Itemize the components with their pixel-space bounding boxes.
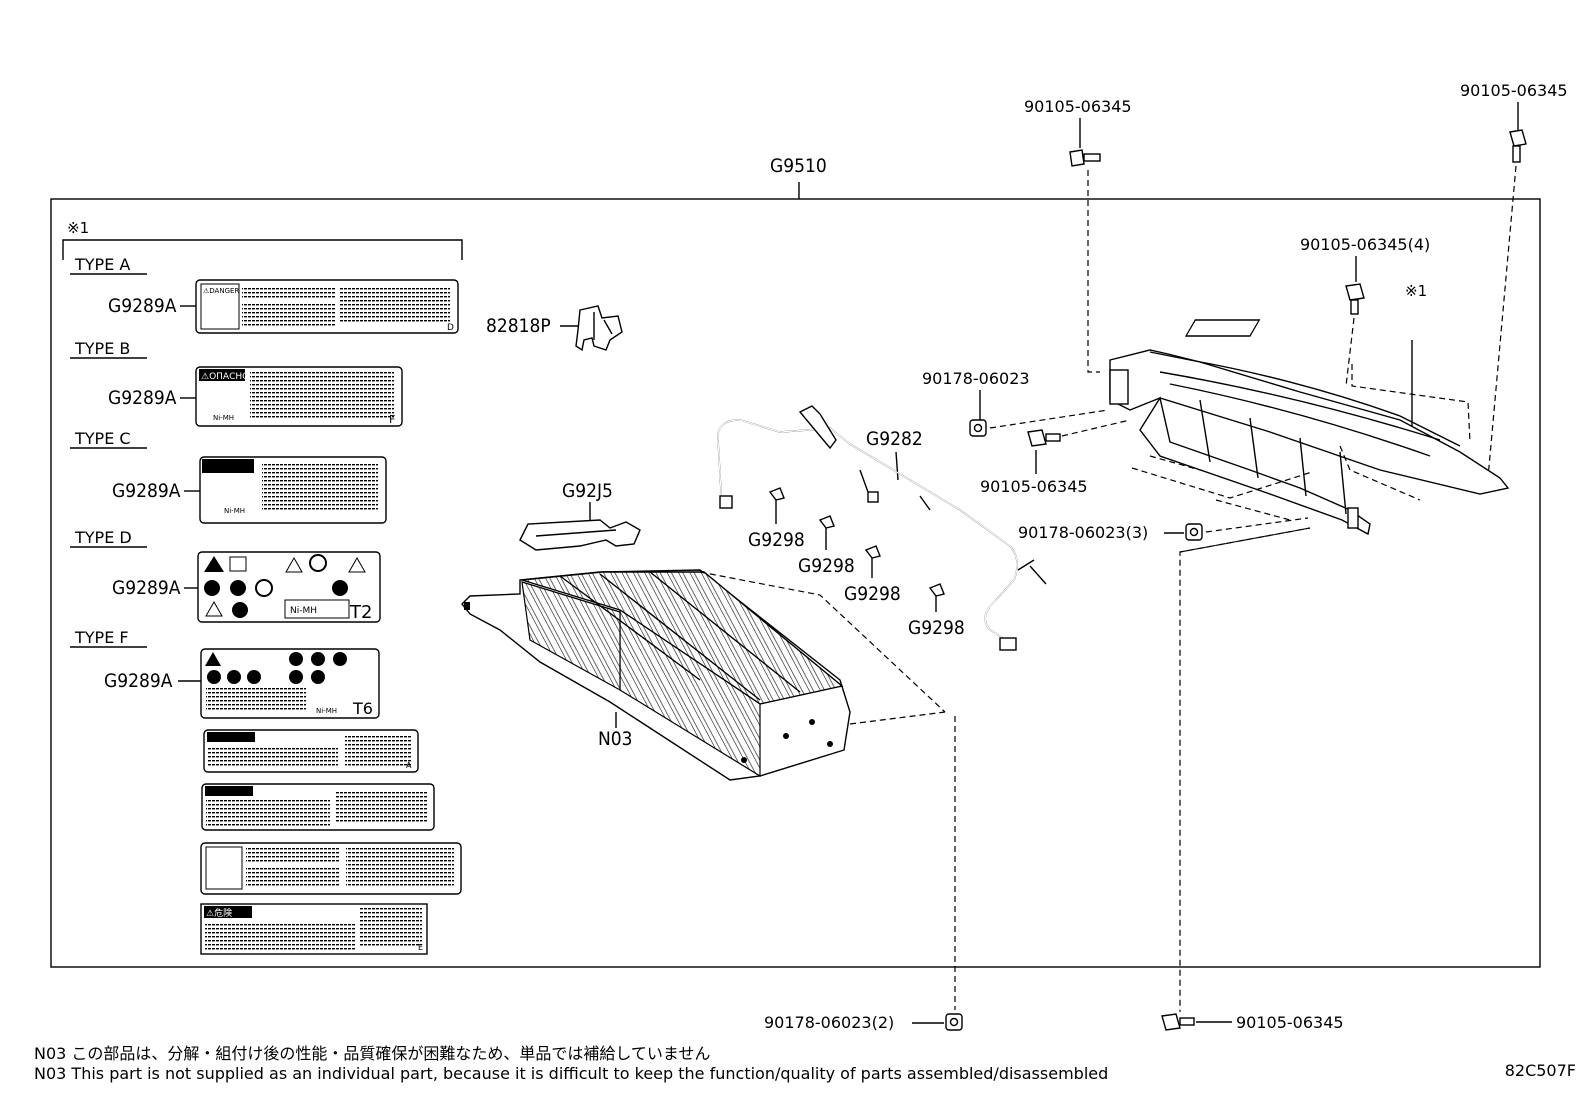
sticker-c-ni-mh: Ni-MH <box>224 507 245 515</box>
label-patch <box>1184 319 1261 337</box>
sticker-b-ni-mh: Ni-MH <box>213 414 234 422</box>
sticker-a-danger: ⚠DANGER <box>203 287 239 295</box>
label-90105-06345-top-left[interactable]: 90105-06345 <box>1024 97 1132 116</box>
sticker-a-corner: D <box>447 323 454 333</box>
sticker-type-b: ⚠ОПАСНО Ni-MH F <box>195 366 403 427</box>
label-90178-06023-mid[interactable]: 90178-06023 <box>922 369 1030 388</box>
sticker-b-danger: ⚠ОПАСНО <box>201 372 249 382</box>
bolt-mid <box>1027 429 1061 447</box>
assembly-frame <box>50 198 1541 968</box>
wire-harness-g9282 <box>717 405 1047 651</box>
label-90178-06023-qty2[interactable]: 90178-06023(2) <box>764 1013 894 1032</box>
label-90178-06023-qty3[interactable]: 90178-06023(3) <box>1018 523 1148 542</box>
cover-g92j5 <box>519 519 641 551</box>
nut-qty3 <box>1185 523 1203 541</box>
sticker-type-c: Ni-MH <box>199 456 387 524</box>
label-90105-06345-mid[interactable]: 90105-06345 <box>980 477 1088 496</box>
sticker-extra-1: A <box>203 729 419 773</box>
label-n03[interactable]: N03 <box>598 728 633 750</box>
label-g92j5[interactable]: G92J5 <box>562 480 613 502</box>
clip-1 <box>768 487 785 501</box>
nut-qty2 <box>945 1013 963 1031</box>
label-g9298-3[interactable]: G9298 <box>844 583 901 605</box>
label-g9282[interactable]: G9282 <box>866 428 923 450</box>
sticker-extra-4-danger: ⚠危険 <box>206 907 232 919</box>
label-g9298-1[interactable]: G9298 <box>748 529 805 551</box>
assembly-label[interactable]: G9510 <box>770 155 827 177</box>
sticker-type-f: Ni-MH T6 <box>200 648 380 719</box>
clip-4 <box>928 583 945 597</box>
bolt-bottom <box>1161 1013 1195 1031</box>
upper-case <box>1109 349 1510 536</box>
sticker-b-corner: F <box>389 413 395 426</box>
figure-code: 82C507F <box>1504 1061 1576 1080</box>
sticker-d-t2: T2 <box>349 602 372 623</box>
clip-2 <box>818 515 835 529</box>
label-82818p[interactable]: 82818P <box>486 315 551 337</box>
footnote-english: N03 This part is not supplied as an indi… <box>34 1064 1109 1083</box>
label-g9289a-a[interactable]: G9289A <box>108 295 177 317</box>
footnote-japanese: N03 この部品は、分解・組付け後の性能・品質確保が困難なため、単品では補給して… <box>34 1044 711 1063</box>
note-mark-right: ※1 <box>1405 282 1427 300</box>
label-g9289a-f[interactable]: G9289A <box>104 670 173 692</box>
type-c-heading: TYPE C <box>74 429 131 448</box>
sticker-d-ni-mh: Ni-MH <box>290 606 317 616</box>
label-g9289a-c[interactable]: G9289A <box>112 480 181 502</box>
sticker-extra-2 <box>201 783 435 831</box>
label-90105-06345-top-right[interactable]: 90105-06345 <box>1460 81 1568 100</box>
type-f-heading: TYPE F <box>74 628 129 647</box>
label-g9289a-b[interactable]: G9289A <box>108 387 177 409</box>
battery-n03 <box>461 569 851 781</box>
label-g9289a-d[interactable]: G9289A <box>112 577 181 599</box>
bolt-top-left <box>1069 149 1101 167</box>
note-mark-left: ※1 <box>67 219 89 237</box>
sticker-extra-1-corner: A <box>406 761 412 770</box>
sticker-f-t6: T6 <box>352 699 373 718</box>
label-g9298-2[interactable]: G9298 <box>798 555 855 577</box>
type-a-heading: TYPE A <box>74 255 130 274</box>
label-90105-06345-bottom[interactable]: 90105-06345 <box>1236 1013 1344 1032</box>
sticker-type-a: ⚠DANGER D <box>195 279 459 334</box>
sticker-f-ni-mh: Ni-MH <box>316 707 337 715</box>
sticker-extra-3 <box>200 842 462 895</box>
sticker-extra-4-corner: E <box>418 943 423 952</box>
bracket-82818p <box>575 305 623 352</box>
sticker-extra-4: ⚠危険 E <box>200 903 428 955</box>
nut-mid <box>969 419 987 437</box>
bolt-top-right <box>1509 129 1527 163</box>
bolt-qty4 <box>1345 283 1365 315</box>
clip-3 <box>864 545 881 559</box>
label-g9298-4[interactable]: G9298 <box>908 617 965 639</box>
type-b-heading: TYPE B <box>74 339 130 358</box>
type-d-heading: TYPE D <box>74 528 132 547</box>
label-90105-06345-qty4[interactable]: 90105-06345(4) <box>1300 235 1430 254</box>
sticker-type-d: Ni-MH T2 <box>197 551 381 623</box>
